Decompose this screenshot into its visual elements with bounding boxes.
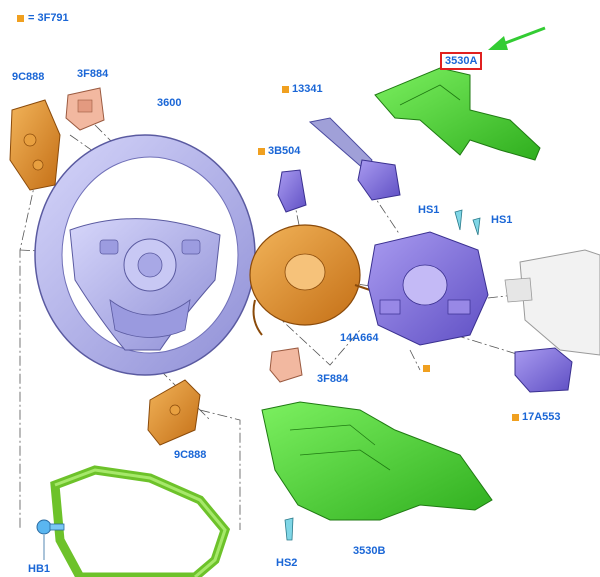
connector-3f884-bottom — [269, 347, 303, 383]
label-3530b: 3530B — [353, 545, 386, 557]
legend-text: = 3F791 — [28, 12, 69, 24]
upper-shroud-3530a — [374, 67, 541, 161]
legend-marker-square — [17, 15, 24, 22]
label-3600: 3600 — [157, 97, 182, 109]
label-hs1-a: HS1 — [418, 204, 440, 216]
label-hs1-b: HS1 — [491, 214, 513, 226]
marker-3b504 — [258, 148, 265, 155]
switch-17a553 — [514, 347, 573, 393]
marker-17a553 — [512, 414, 519, 421]
screw-hs1-a — [454, 209, 463, 231]
bezel-lime — [50, 465, 231, 577]
screw-hs2 — [284, 517, 294, 541]
marker-3f791-switch-assembly — [423, 365, 430, 372]
label-14a664: 14A664 — [340, 332, 379, 344]
label-9c888-bottom: 9C888 — [174, 449, 207, 461]
label-17a553: 17A553 — [522, 411, 561, 423]
label-13341: 13341 — [292, 83, 323, 95]
multifunction-switch-assembly — [367, 231, 489, 346]
lower-shroud-3530b — [261, 401, 493, 521]
switch-3b504 — [277, 169, 307, 213]
label-9c888-top: 9C888 — [12, 71, 45, 83]
clockspring-14a664 — [249, 224, 371, 336]
green-arrow-icon — [488, 26, 546, 50]
connector-3f884-top — [65, 87, 105, 131]
label-3b504: 3B504 — [268, 145, 301, 157]
label-3f884-top: 3F884 — [77, 68, 109, 80]
steering-column — [504, 249, 600, 356]
screw-hs1-b — [472, 217, 481, 236]
switch-9c888-bottom — [147, 379, 201, 446]
bolt-hb1 — [36, 519, 65, 560]
label-3530a-highlighted: 3530A — [440, 52, 483, 70]
label-3f884-bottom: 3F884 — [317, 373, 349, 385]
label-hs2: HS2 — [276, 557, 298, 569]
steering-wheel-illustration — [34, 134, 256, 376]
switch-9c888-top — [9, 99, 61, 191]
label-hb1: HB1 — [28, 563, 51, 575]
marker-13341 — [282, 86, 289, 93]
wiper-lever-13341 — [308, 117, 401, 201]
